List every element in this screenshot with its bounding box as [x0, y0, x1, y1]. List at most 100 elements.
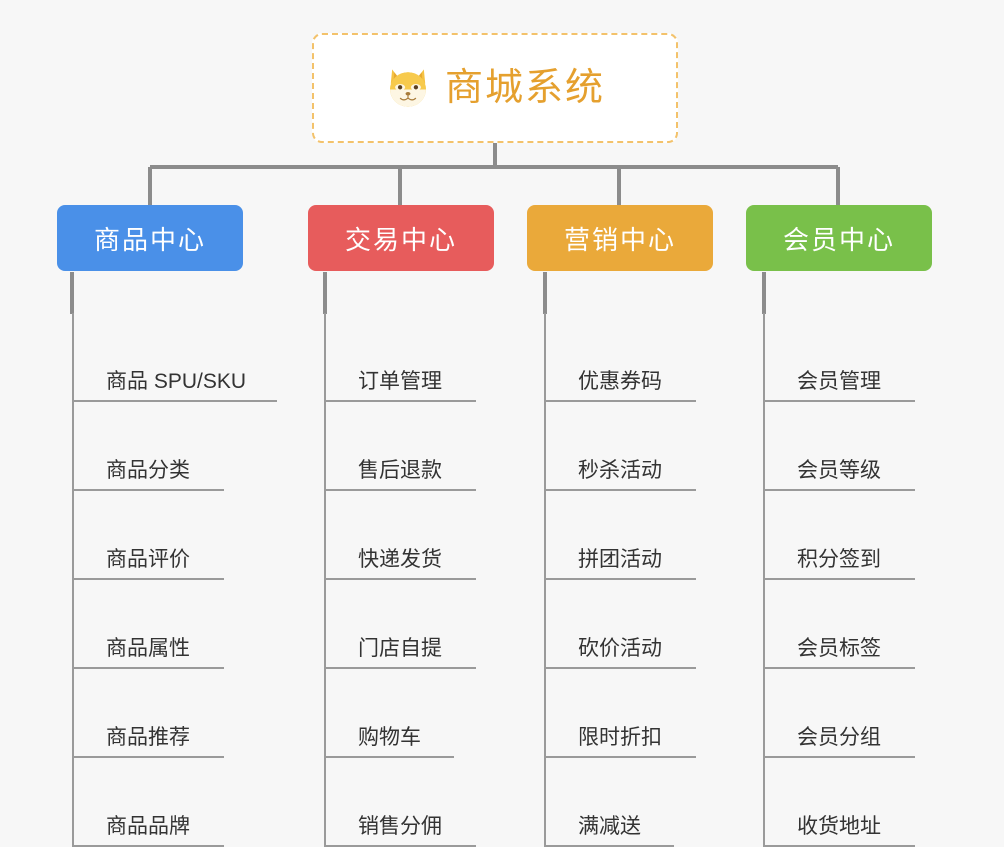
- leaf-item[interactable]: 商品推荐: [72, 669, 258, 758]
- leaf-item[interactable]: 门店自提: [324, 580, 510, 669]
- leaf-label: 砍价活动: [578, 636, 662, 660]
- leaf-item[interactable]: 售后退款: [324, 402, 510, 491]
- leaf-underline: [763, 489, 915, 491]
- leaf-underline: [324, 578, 476, 580]
- leaf-label: 商品分类: [106, 458, 190, 482]
- leaf-underline: [544, 756, 696, 758]
- root-title: 商城系统: [444, 67, 605, 109]
- leaf-underline: [72, 400, 277, 402]
- leaf-spine: [72, 491, 74, 580]
- leaf-item[interactable]: 商品 SPU/SKU: [72, 313, 277, 402]
- leaf-spine: [324, 491, 326, 580]
- leaf-underline: [324, 667, 476, 669]
- leaf-label: 优惠券码: [578, 369, 662, 393]
- leaf-underline: [544, 489, 696, 491]
- leaf-label: 会员标签: [797, 636, 881, 660]
- leaf-item[interactable]: 商品分类: [72, 402, 258, 491]
- leaf-item[interactable]: 会员分组: [763, 669, 949, 758]
- leaf-item[interactable]: 收货地址: [763, 758, 949, 847]
- leaf-label: 积分签到: [797, 547, 881, 571]
- leaf-spine: [544, 402, 546, 491]
- leaf-spine: [763, 402, 765, 491]
- leaf-spine: [324, 402, 326, 491]
- leaf-spine: [72, 580, 74, 669]
- branch-marketing-center: 营销中心 优惠券码 秒杀活动 拼团活动 砍价活动: [527, 205, 713, 847]
- leaf-item[interactable]: 订单管理: [324, 313, 510, 402]
- leaf-underline: [72, 667, 224, 669]
- leaf-item[interactable]: 快递发货: [324, 491, 510, 580]
- branch-header-product-center[interactable]: 商品中心: [57, 205, 243, 271]
- leaf-item[interactable]: 积分签到: [763, 491, 949, 580]
- leaf-label: 会员分组: [797, 725, 881, 749]
- leaf-underline: [763, 756, 915, 758]
- branch-header-member-center[interactable]: 会员中心: [746, 205, 932, 271]
- leaf-item[interactable]: 砍价活动: [544, 580, 730, 669]
- leaf-underline: [324, 756, 454, 758]
- leaf-spine: [544, 313, 546, 402]
- leaf-spine: [72, 758, 74, 847]
- branch-trade-center: 交易中心 订单管理 售后退款 快递发货 门店自提: [308, 205, 494, 847]
- leaf-underline: [324, 489, 476, 491]
- leaf-item[interactable]: 商品品牌: [72, 758, 258, 847]
- leaf-spine: [763, 580, 765, 669]
- leaf-list-marketing-center: 优惠券码 秒杀活动 拼团活动 砍价活动 限时折扣: [544, 313, 730, 847]
- leaf-spine: [544, 758, 546, 847]
- leaf-label: 销售分佣: [358, 814, 442, 838]
- leaf-underline: [544, 578, 696, 580]
- branch-product-center: 商品中心 商品 SPU/SKU 商品分类 商品评价 商品属性: [57, 205, 277, 847]
- leaf-label: 快递发货: [358, 547, 442, 571]
- branch-header-marketing-center[interactable]: 营销中心: [527, 205, 713, 271]
- leaf-underline: [72, 489, 224, 491]
- leaf-underline: [544, 400, 696, 402]
- branch-label: 会员中心: [782, 224, 895, 255]
- leaf-label: 售后退款: [358, 458, 442, 482]
- branch-label: 交易中心: [344, 224, 457, 255]
- branch-label: 营销中心: [563, 224, 676, 255]
- leaf-label: 商品品牌: [106, 814, 190, 838]
- leaf-label: 商品评价: [106, 547, 190, 571]
- leaf-item[interactable]: 拼团活动: [544, 491, 730, 580]
- leaf-underline: [72, 578, 224, 580]
- leaf-item[interactable]: 会员管理: [763, 313, 949, 402]
- leaf-label: 会员管理: [797, 369, 881, 393]
- leaf-spine: [544, 491, 546, 580]
- leaf-spine: [324, 669, 326, 758]
- root-node[interactable]: 商城系统: [312, 33, 678, 143]
- leaf-label: 购物车: [358, 725, 421, 749]
- leaf-item[interactable]: 满减送: [544, 758, 730, 847]
- leaf-spine: [72, 402, 74, 491]
- leaf-item[interactable]: 销售分佣: [324, 758, 510, 847]
- leaf-item[interactable]: 会员标签: [763, 580, 949, 669]
- leaf-item[interactable]: 秒杀活动: [544, 402, 730, 491]
- branch-header-trade-center[interactable]: 交易中心: [308, 205, 494, 271]
- leaf-spine: [324, 758, 326, 847]
- leaf-item[interactable]: 限时折扣: [544, 669, 730, 758]
- leaf-label: 商品 SPU/SKU: [106, 369, 247, 393]
- leaf-spine: [763, 669, 765, 758]
- leaf-underline: [763, 578, 915, 580]
- leaf-spine: [324, 580, 326, 669]
- leaf-spine: [763, 758, 765, 847]
- leaf-item[interactable]: 购物车: [324, 669, 510, 758]
- leaf-label: 订单管理: [358, 369, 442, 393]
- leaf-label: 限时折扣: [578, 725, 662, 749]
- leaf-underline: [544, 667, 696, 669]
- leaf-item[interactable]: 商品属性: [72, 580, 258, 669]
- leaf-underline: [763, 667, 915, 669]
- leaf-label: 收货地址: [797, 814, 881, 838]
- leaf-label: 秒杀活动: [578, 458, 662, 482]
- leaf-underline: [72, 756, 224, 758]
- leaf-spine: [544, 580, 546, 669]
- branch-member-center: 会员中心 会员管理 会员等级 积分签到 会员标签: [746, 205, 932, 847]
- leaf-item[interactable]: 会员等级: [763, 402, 949, 491]
- leaf-spine: [544, 669, 546, 758]
- leaf-spine: [72, 669, 74, 758]
- shiba-dog-face-icon: [385, 65, 431, 111]
- leaf-item[interactable]: 优惠券码: [544, 313, 730, 402]
- leaf-item[interactable]: 商品评价: [72, 491, 258, 580]
- leaf-label: 满减送: [578, 814, 641, 838]
- leaf-spine: [72, 313, 74, 402]
- leaf-spine: [763, 491, 765, 580]
- leaf-label: 商品属性: [106, 636, 190, 660]
